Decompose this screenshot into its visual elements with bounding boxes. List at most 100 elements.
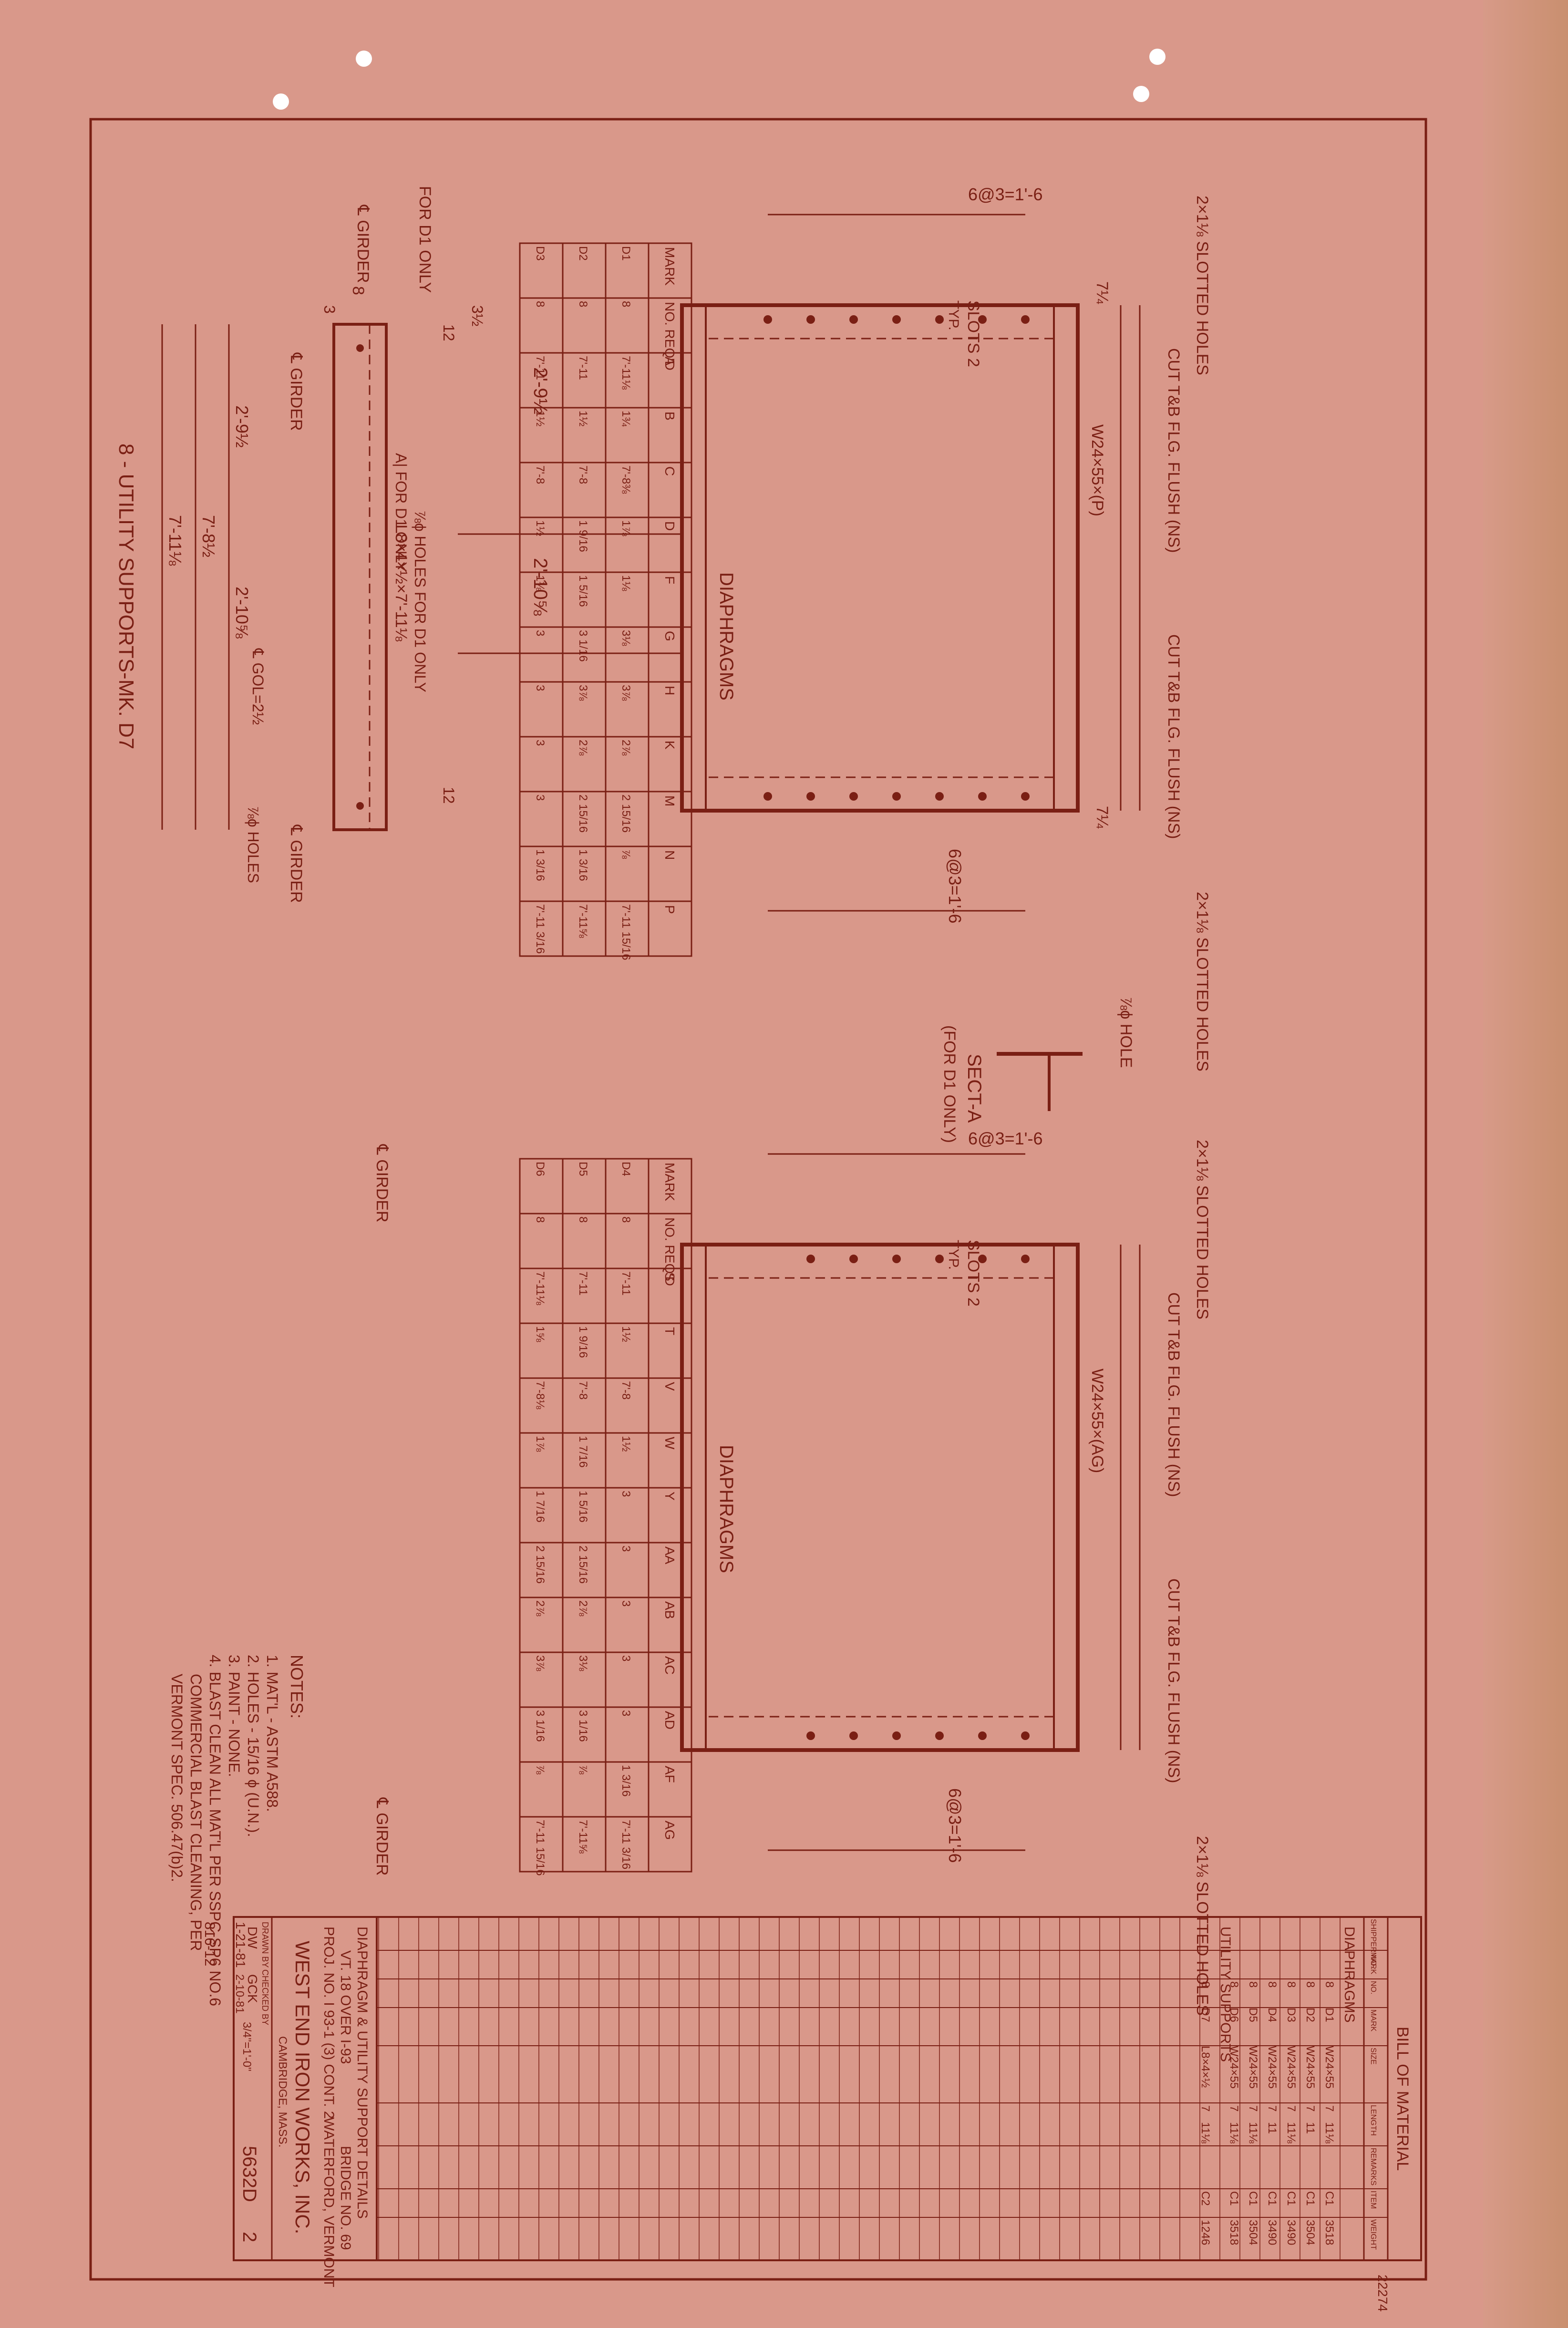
table-header: G <box>662 631 677 641</box>
table-value: 7'-11⅛ <box>534 1271 547 1306</box>
bom-cell: W24×55 <box>1266 2046 1279 2089</box>
dim-text: 3 <box>321 305 338 314</box>
dim-text: 2'-10⅝ <box>232 587 252 639</box>
table-value: 7'-11 <box>534 356 547 380</box>
dim-text: 12 <box>440 787 457 804</box>
dim-text: ℄ GIRDER <box>287 824 305 903</box>
table-value: 3⅛ <box>619 630 632 646</box>
utility-support-detail: 8 3 ℄ GIRDER ℄ GIRDER L8×4×½×7'-11⅛ ℄ GO… <box>114 286 410 903</box>
table-value: 2⅞ <box>577 1600 589 1617</box>
table-value: 7'-8 <box>577 465 589 484</box>
table-header: F <box>662 576 677 584</box>
table-value: 1⅛ <box>534 575 547 591</box>
title-line2: VT. 18 OVER I-93 <box>338 1950 353 2064</box>
table-title: DIAPHRAGMS <box>716 1445 737 1573</box>
scale: 3/4"=1'-0" <box>240 2022 253 2071</box>
table-value: 2 15/16 <box>577 794 589 833</box>
bom-cell: 3518 <box>1228 2220 1240 2245</box>
table-value: 7'-11 3/16 <box>534 904 547 954</box>
table-value: 7'-8⅛ <box>534 1381 547 1410</box>
bom-cell: C1 <box>1304 2191 1317 2206</box>
table-value: 8 <box>619 1216 632 1223</box>
diaphragm-elevation-right: 6@3=1'-6 SLOTS 2 TYP. 2×1⅛ SLOTTED HOLES… <box>373 1129 1211 2016</box>
note-item: 1. MAT'L - ASTM A588. <box>264 1655 281 1812</box>
bom-cell: D5 <box>1247 2008 1259 2022</box>
bom-cell: 11 <box>1266 2122 1279 2134</box>
note-item: VERMONT SPEC. 506.47(b)2. <box>168 1674 186 1882</box>
bom-cell: D2 <box>1304 2008 1317 2022</box>
table-value: 3 <box>619 1655 632 1661</box>
dim-text: 7¼ <box>1093 806 1111 829</box>
table-header: M <box>662 795 677 806</box>
dim-text: W24×55×(P) <box>1088 424 1106 516</box>
bom-cell: 7 <box>1228 2105 1240 2112</box>
table-header: K <box>662 741 677 750</box>
table-value: 3 <box>534 630 547 636</box>
dim-text: 3½ <box>469 305 486 326</box>
table-value: 2⅞ <box>577 740 589 756</box>
table-header: D <box>662 521 677 531</box>
table-value: 8 <box>534 1216 547 1223</box>
bom-cell: 1246 <box>1199 2220 1212 2245</box>
punch-hole <box>1149 49 1166 65</box>
table-value: 3 <box>534 685 547 691</box>
table-header: T <box>662 1327 677 1335</box>
dim-text: 2×1⅛ SLOTTED HOLES <box>1193 1140 1211 1319</box>
dim-text: 6@3=1'-6 <box>968 185 1043 204</box>
checked-label: CHECKED BY <box>260 1969 270 2025</box>
table-value: 7'-11 <box>577 1271 589 1296</box>
table-value: 1 5/16 <box>577 1491 589 1523</box>
punch-hole <box>273 93 289 110</box>
bom-cell: W24×55 <box>1304 2046 1317 2089</box>
table-value: D2 <box>577 246 589 261</box>
drawing-date: 1-21-81 <box>233 1922 248 1968</box>
dim-text: ℄ GIRDER <box>373 1797 391 1876</box>
bom-cell: D7 <box>1199 2008 1212 2022</box>
table-header: Y <box>662 1492 677 1501</box>
bom-cell: 8 <box>1247 1981 1259 1988</box>
sect-hole: ⅞ϕ HOLE <box>1117 997 1135 1068</box>
bom-cell: 8 <box>1285 1981 1298 1988</box>
dim-text: CUT T&B FLG. FLUSH (NS) <box>1165 1292 1183 1497</box>
table-value: 1⅞ <box>534 1436 547 1452</box>
bom-cell: 8 <box>1199 1981 1212 1988</box>
table-value: ⅞ <box>534 1765 547 1775</box>
note-item: COMMERCIAL BLAST CLEANING, PER <box>187 1674 205 1951</box>
dim-text: 2×1⅛ SLOTTED HOLES <box>1193 196 1211 375</box>
table-value: 3 1/16 <box>534 1710 547 1742</box>
table-header: H <box>662 686 677 695</box>
dim-text: 2'-9½ <box>530 367 551 414</box>
sheet-number: 2 <box>239 2232 260 2242</box>
table-header: AG <box>662 1821 677 1840</box>
table-value: 8 <box>577 301 589 307</box>
dim-text: FOR D1 ONLY <box>416 186 434 293</box>
table-value: D5 <box>577 1162 589 1176</box>
bom-cell: C1 <box>1228 2191 1240 2206</box>
table-header: P <box>662 905 677 914</box>
dim-text: CUT T&B FLG. FLUSH (NS) <box>1165 1578 1183 1783</box>
project-number: PROJ. NO. I 93-1 (3) CONT. 2 <box>321 1926 337 2119</box>
beam-outline <box>680 1243 1080 1752</box>
table-value: 3 <box>534 740 547 746</box>
table-header: AB <box>662 1601 677 1619</box>
table-header: AD <box>662 1711 677 1730</box>
table-value: 7'-11 <box>577 356 589 380</box>
bom-cell: 7 <box>1247 2105 1259 2112</box>
note-item: 2. HOLES - 15/16 ϕ (U.N.). <box>245 1655 262 1837</box>
bom-section: DIAPHRAGMS <box>1341 1926 1357 2023</box>
table-value: D1 <box>619 246 632 261</box>
table-title: DIAPHRAGMS <box>716 572 737 700</box>
table-value: 3 <box>619 1545 632 1552</box>
table-header: MARK <box>662 247 677 286</box>
rotated-drawing: 6@3=1'-6 SLOTS 2 TYP. 2×1⅛ SLOTTED HOLES… <box>114 185 1422 2312</box>
bom-cell: C1 <box>1247 2191 1259 2206</box>
table-value: 3 <box>534 794 547 801</box>
punch-hole <box>356 51 372 67</box>
table-value: D6 <box>534 1162 547 1176</box>
table-value: 1⅞ <box>619 520 632 536</box>
table-value: 1¾ <box>619 411 632 427</box>
dim-text: A| FOR D1 ONLY <box>392 453 410 572</box>
notes: NOTES: 1. MAT'L - ASTM A588. 2. HOLES - … <box>168 1655 307 2006</box>
